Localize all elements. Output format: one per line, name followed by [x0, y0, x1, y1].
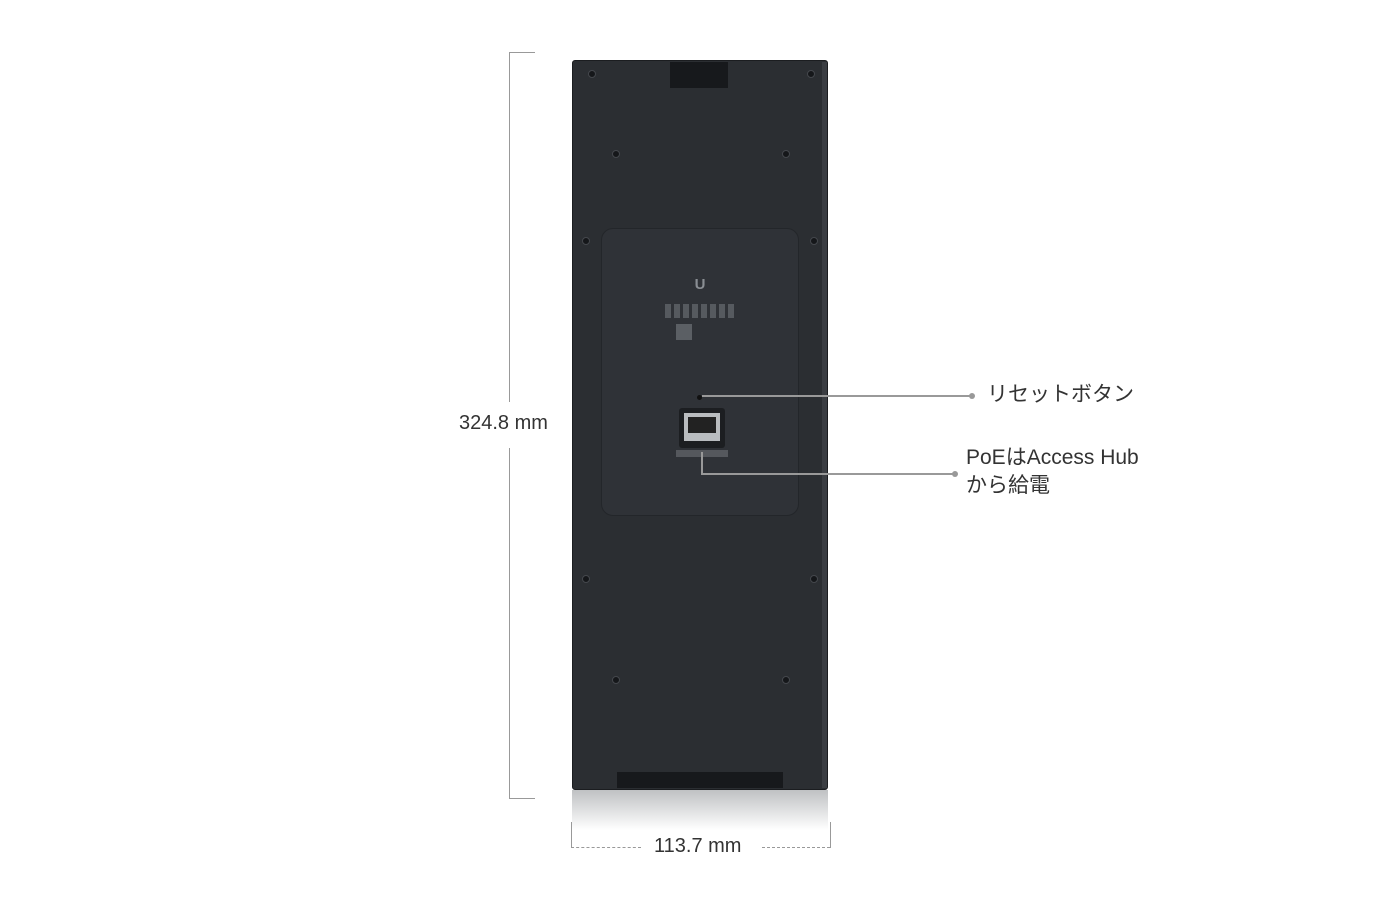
certification-marks	[665, 304, 735, 318]
device-edge	[822, 62, 827, 788]
width-line	[762, 847, 830, 848]
poe-leader-line	[701, 452, 703, 475]
port-opening	[688, 417, 716, 433]
screw-icon	[782, 150, 790, 158]
device-reflection	[572, 790, 828, 830]
logo: U	[694, 276, 706, 293]
top-clip	[670, 62, 728, 88]
screw-icon	[612, 676, 620, 684]
height-line	[509, 52, 510, 402]
leader-dot	[952, 471, 958, 477]
screw-icon	[612, 150, 620, 158]
qr-code	[676, 324, 692, 340]
height-label: 324.8 mm	[459, 412, 548, 434]
height-tick	[509, 798, 535, 799]
screw-icon	[782, 676, 790, 684]
poe-callout-line2: から給電	[966, 474, 1050, 497]
width-label: 113.7 mm	[654, 835, 742, 857]
reset-callout: リセットボタン	[987, 383, 1134, 406]
width-tick	[571, 822, 572, 848]
reset-button[interactable]	[697, 395, 702, 400]
width-tick	[830, 822, 831, 848]
rear-panel	[601, 228, 799, 516]
leader-dot	[969, 393, 975, 399]
poe-leader-line	[701, 473, 955, 475]
screw-icon	[582, 575, 590, 583]
screw-icon	[807, 70, 815, 78]
reset-leader-line	[702, 395, 972, 397]
height-line	[509, 448, 510, 799]
height-tick	[509, 52, 535, 53]
screw-icon	[810, 575, 818, 583]
screw-icon	[810, 237, 818, 245]
poe-callout-line1: PoEはAccess Hub	[966, 446, 1139, 469]
screw-icon	[582, 237, 590, 245]
screw-icon	[588, 70, 596, 78]
width-line	[571, 847, 641, 848]
bottom-clip	[617, 772, 783, 788]
